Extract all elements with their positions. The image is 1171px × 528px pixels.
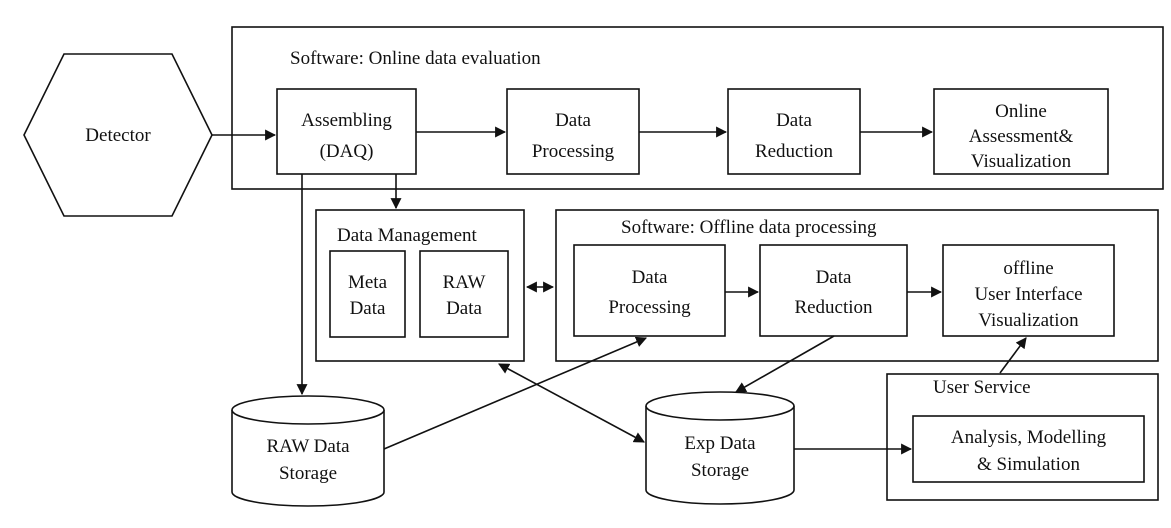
raw-data-box (419, 250, 509, 338)
assembling-node: Assembling (DAQ) (276, 88, 417, 175)
online-assessment-node: Online Assessment& Visualization (933, 88, 1109, 175)
offline-reduction-box (759, 244, 908, 337)
user-service-frame (886, 373, 1159, 501)
raw-data-label-line2: Data (446, 298, 482, 319)
offline-processing-node: Data Processing (573, 244, 726, 337)
arrow-management-exp-storage-bidirectional (498, 363, 645, 443)
exp-storage-label-line1: Exp Data (684, 433, 756, 454)
online-assessment-label-line2: Assessment& (969, 126, 1074, 147)
online-evaluation-frame (231, 26, 1164, 190)
offline-reduction-node: Data Reduction (759, 244, 908, 337)
raw-storage-body (231, 410, 385, 507)
online-processing-label-line2: Processing (532, 141, 615, 162)
offline-ui-label-line3: Visualization (978, 310, 1079, 331)
analysis-box (912, 415, 1145, 483)
exp-storage-node: Exp Data Storage (645, 391, 795, 505)
online-processing-label-line1: Data (555, 110, 591, 131)
offline-processing-label-line1: Data (632, 267, 668, 288)
assembling-label-line1: Assembling (301, 110, 392, 131)
raw-storage-label-line1: RAW Data (266, 436, 350, 457)
user-service-group: User Service Analysis, Modelling & Simul… (886, 373, 1159, 501)
offline-processing-group: Software: Offline data processing Data P… (555, 209, 1159, 362)
data-management-group: Data Management Meta Data RAW Data (315, 209, 525, 362)
online-evaluation-group: Software: Online data evaluation Assembl… (231, 26, 1164, 190)
data-management-frame (315, 209, 525, 362)
analysis-node: Analysis, Modelling & Simulation (912, 415, 1145, 483)
raw-storage-node: RAW Data Storage (231, 395, 385, 507)
offline-processing-title: Software: Offline data processing (621, 217, 877, 238)
offline-processing-label-line2: Processing (608, 297, 691, 318)
raw-data-node: RAW Data (419, 250, 509, 338)
exp-storage-top (645, 391, 795, 421)
online-assessment-box (933, 88, 1109, 175)
data-management-title: Data Management (337, 225, 478, 246)
arrow-offline-reduction-to-exp-storage (735, 335, 835, 393)
offline-ui-label-line1: offline (1003, 258, 1053, 279)
meta-data-label-line1: Meta (348, 272, 388, 293)
meta-data-node: Meta Data (329, 250, 406, 338)
offline-reduction-label-line1: Data (816, 267, 852, 288)
online-evaluation-title: Software: Online data evaluation (290, 48, 541, 69)
online-reduction-label-line2: Reduction (755, 141, 834, 162)
connectors (212, 126, 1027, 455)
assembling-label-line2: (DAQ) (320, 141, 374, 162)
meta-data-label-line2: Data (350, 298, 386, 319)
offline-ui-box (942, 244, 1115, 337)
meta-data-box (329, 250, 406, 338)
arrow-raw-storage-to-offline-processing (383, 336, 648, 450)
online-processing-node: Data Processing (506, 88, 640, 175)
exp-storage-body (645, 406, 795, 505)
arrow-user-service-to-ui (999, 337, 1027, 374)
offline-processing-box (573, 244, 726, 337)
detector-node: Detector (23, 53, 213, 217)
online-reduction-label-line1: Data (776, 110, 812, 131)
raw-data-label-line1: RAW (443, 272, 486, 293)
detector-label: Detector (85, 125, 151, 146)
offline-reduction-label-line2: Reduction (794, 297, 873, 318)
offline-ui-node: offline User Interface Visualization (942, 244, 1115, 337)
analysis-label-line2: & Simulation (977, 454, 1080, 475)
online-reduction-node: Data Reduction (727, 88, 861, 175)
online-assessment-label-line1: Online (995, 101, 1047, 122)
analysis-label-line1: Analysis, Modelling (951, 427, 1107, 448)
user-service-title: User Service (933, 377, 1031, 398)
raw-storage-label-line2: Storage (279, 463, 337, 484)
exp-storage-label-line2: Storage (691, 460, 749, 481)
offline-processing-frame (555, 209, 1159, 362)
offline-ui-label-line2: User Interface (974, 284, 1082, 305)
raw-storage-top (231, 395, 385, 425)
online-assessment-label-line3: Visualization (971, 151, 1072, 172)
